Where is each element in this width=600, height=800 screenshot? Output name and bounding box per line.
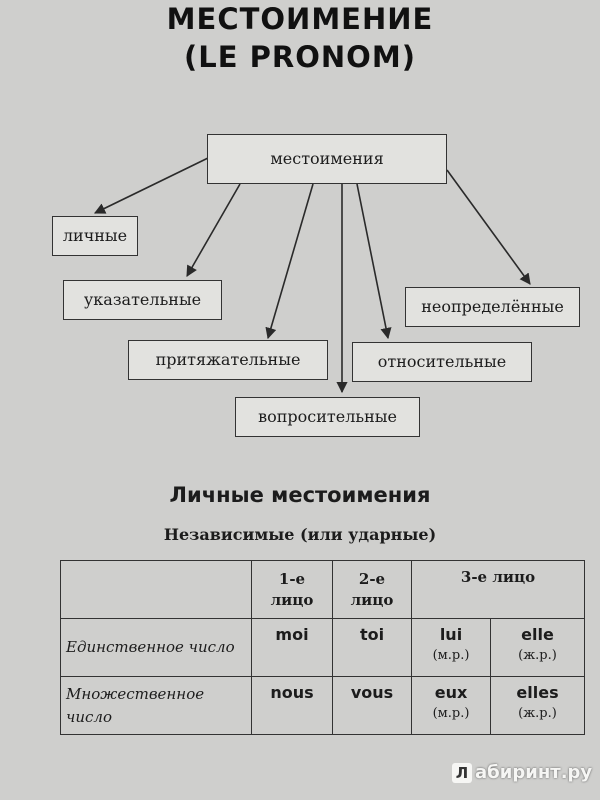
diagram-node-prityazhatelnye: притяжательные — [128, 340, 328, 380]
cell-lui: lui (м.р.) — [411, 618, 491, 677]
row-label-singular: Единственное число — [60, 618, 252, 677]
pronoun-word: lui — [439, 625, 463, 644]
cell-moi: moi — [251, 618, 333, 677]
arrow-ukazatelnye — [186, 183, 241, 277]
table-header-row: 1-е лицо 2-е лицо 3-е лицо — [60, 560, 585, 619]
table-row: Единственное число moi toi lui (м.р.) el… — [60, 618, 585, 677]
page-title: МЕСТОИМЕНИЕ — [166, 2, 434, 36]
pronoun-word: eux — [434, 683, 468, 702]
cell-vous: vous — [332, 676, 412, 735]
diagram-node-ukazatelnye: указательные — [63, 280, 222, 320]
cell-eux: eux (м.р.) — [411, 676, 491, 735]
cell-nous: nous — [251, 676, 333, 735]
pronoun-word: vous — [350, 683, 394, 702]
watermark-text: абиринт.ру — [475, 762, 593, 783]
arrow-otnositelnye — [356, 183, 392, 340]
pronoun-word: elles — [516, 683, 559, 702]
diagram-node-otnositelnye: относительные — [352, 342, 532, 382]
arrow-prityazhatelnye — [265, 183, 314, 340]
cell-elle: elle (ж.р.) — [490, 618, 585, 677]
diagram-arrows — [93, 157, 531, 394]
page-subtitle: (LE PRONOM) — [184, 40, 416, 74]
pronoun-word: nous — [270, 683, 314, 702]
cell-toi: toi — [332, 618, 412, 677]
diagram-node-neopredelennye: неопределённые — [405, 287, 580, 327]
pronoun-word: moi — [275, 625, 309, 644]
header-person-2: 2-е лицо — [332, 560, 412, 619]
section-title: Личные местоимения — [169, 483, 431, 507]
gender-note: (м.р.) — [432, 706, 470, 721]
header-person-1: 1-е лицо — [251, 560, 333, 619]
section-subtitle: Независимые (или ударные) — [163, 525, 437, 544]
table-corner-cell — [60, 560, 252, 619]
cell-elles: elles (ж.р.) — [490, 676, 585, 735]
diagram-root: местоимения — [207, 134, 447, 184]
diagram-node-voprositelnye: вопросительные — [235, 397, 420, 437]
arrow-neopredelennye — [446, 169, 531, 285]
table-row: Множественное число nous vous eux (м.р.)… — [60, 676, 585, 735]
gender-note: (м.р.) — [432, 648, 470, 663]
diagram-node-lichnye: личные — [52, 216, 138, 256]
pronoun-word: toi — [359, 625, 385, 644]
header-person-3: 3-е лицо — [411, 560, 585, 619]
labirint-logo-icon: Л — [452, 763, 472, 783]
arrow-lichnye — [93, 157, 209, 214]
gender-note: (ж.р.) — [518, 706, 557, 721]
pronoun-table: 1-е лицо 2-е лицо 3-е лицо Единственное … — [60, 560, 585, 735]
row-label-plural: Множественное число — [60, 676, 252, 735]
gender-note: (ж.р.) — [518, 648, 557, 663]
pronoun-word: elle — [521, 625, 554, 644]
